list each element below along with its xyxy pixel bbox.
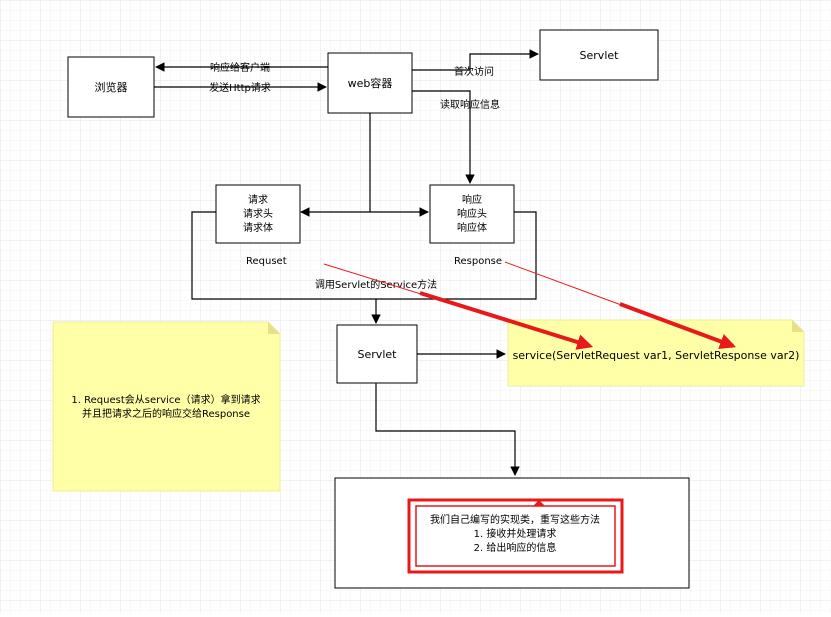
request-node[interactable] xyxy=(215,184,301,244)
left-note-line-1: 1. Request会从service（请求）拿到请求 xyxy=(71,393,260,406)
call-service-label: 调用Servlet的Service方法 xyxy=(315,278,437,291)
browser-node[interactable] xyxy=(67,56,155,118)
left-note-line-2: 并且把请求之后的响应交给Response xyxy=(82,407,250,420)
request-highlight-arrow xyxy=(419,291,594,350)
request-line-2: 请求头 xyxy=(243,207,273,220)
first-visit-arrow xyxy=(412,49,539,71)
send-http-request-label: 发送Http请求 xyxy=(209,81,271,94)
impl-line-1: 我们自己编写的实现类，重写这些方法 xyxy=(430,513,600,526)
web-container-node[interactable] xyxy=(327,52,413,114)
request-line-1: 请求 xyxy=(248,193,268,206)
browser-label: 浏览器 xyxy=(95,80,128,94)
read-response-arrow xyxy=(412,90,475,184)
impl-line-3: 2. 给出响应的信息 xyxy=(474,541,557,554)
left-sticky-note[interactable] xyxy=(52,321,281,492)
response-node[interactable] xyxy=(429,184,515,244)
web-container-label: web容器 xyxy=(348,76,393,90)
read-response-label: 读取响应信息 xyxy=(440,98,500,111)
response-highlight-arrow xyxy=(619,302,736,350)
service-signature: service(ServletRequest var1, ServletResp… xyxy=(513,349,800,362)
to-impl-arrow xyxy=(375,383,520,476)
impl-line-2: 1. 接收并处理请求 xyxy=(474,527,557,540)
servlet-top-node[interactable] xyxy=(539,29,659,81)
response-line-2: 响应头 xyxy=(457,207,487,220)
impl-highlight-outer xyxy=(407,498,624,574)
request-line-3: 请求体 xyxy=(243,221,273,234)
bracket-connector xyxy=(191,211,537,300)
request-label: Requset xyxy=(246,256,287,267)
respond-to-client-label: 响应给客户端 xyxy=(210,61,270,74)
impl-highlight-notch xyxy=(533,500,545,506)
first-visit-label: 首次访问 xyxy=(454,65,494,78)
servlet-mid-label: Servlet xyxy=(358,348,398,361)
response-line-3: 响应体 xyxy=(457,221,487,234)
servlet-top-label: Servlet xyxy=(580,49,620,62)
impl-highlight-inner xyxy=(415,505,616,567)
response-line-1: 响应 xyxy=(462,193,482,206)
response-label: Response xyxy=(454,256,502,267)
